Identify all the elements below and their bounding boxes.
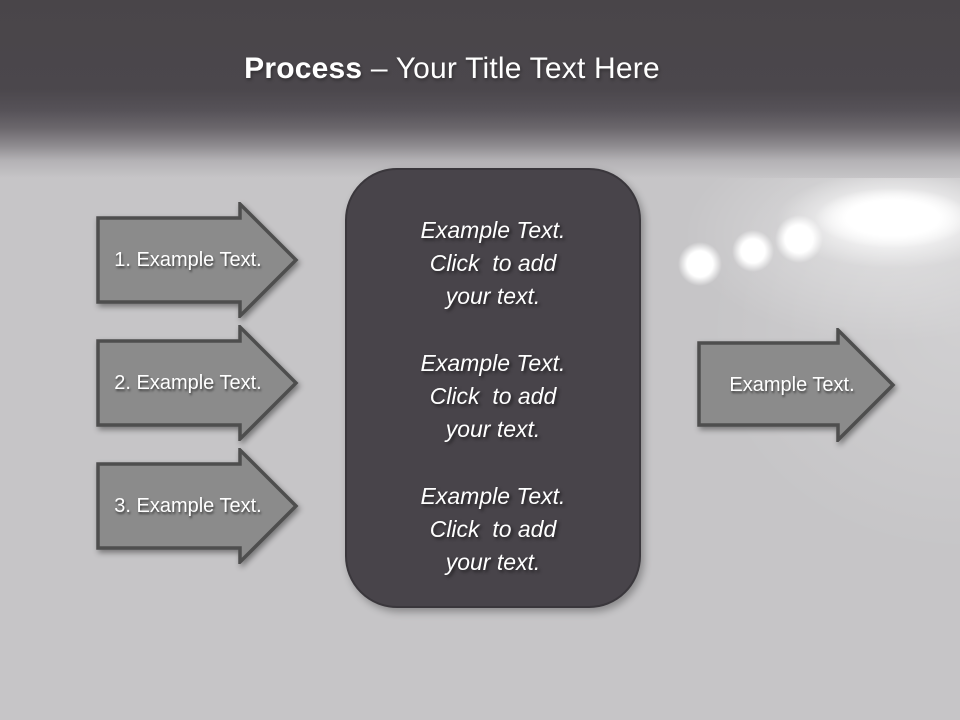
process-detail-content: Example Text. Click to add your text. Ex…	[347, 170, 639, 606]
detail-line: Click to add	[429, 516, 557, 542]
detail-line: Example Text.	[420, 483, 566, 509]
slide-title: Process – Your Title Text Here	[0, 52, 932, 86]
process-detail-box: Example Text. Click to add your text. Ex…	[345, 168, 641, 608]
detail-block-1: Example Text. Click to add your text.	[421, 214, 566, 313]
right-arrow-shape-icon	[96, 325, 299, 441]
detail-line: Click to add	[429, 250, 557, 276]
right-arrow-shape-icon	[96, 448, 299, 564]
detail-line: Click to add	[429, 383, 557, 409]
process-step-arrow-2: 2. Example Text.	[96, 325, 300, 441]
process-step-arrow-3: 3. Example Text.	[96, 448, 300, 564]
detail-line: Example Text.	[420, 217, 566, 243]
title-band	[0, 0, 960, 178]
detail-line: your text.	[445, 283, 541, 309]
detail-line: your text.	[445, 549, 541, 575]
detail-line: your text.	[445, 416, 541, 442]
right-arrow-shape-icon	[96, 202, 299, 318]
detail-block-3: Example Text. Click to add your text.	[421, 480, 566, 579]
process-step-arrow-1: 1. Example Text.	[96, 202, 300, 318]
right-arrow-shape-icon	[697, 328, 896, 442]
result-arrow: Example Text.	[697, 328, 897, 442]
title-emphasis: Process	[244, 52, 363, 85]
title-rest: – Your Title Text Here	[370, 52, 660, 85]
detail-line: Example Text.	[420, 350, 566, 376]
detail-block-2: Example Text. Click to add your text.	[421, 347, 566, 446]
